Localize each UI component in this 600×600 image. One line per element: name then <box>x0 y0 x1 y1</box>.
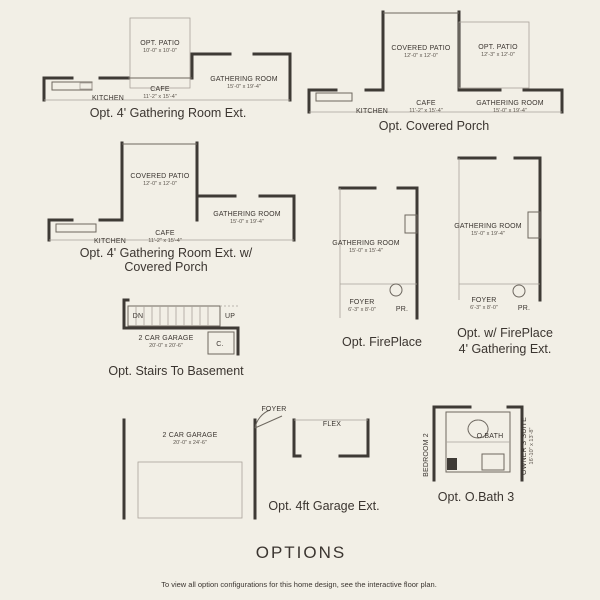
label-kitchen: KITCHEN <box>94 238 126 245</box>
dim-foyer: 6'-3" x 8'-0" <box>348 307 376 313</box>
dim-gathering-room: 15'-0" x 19'-4" <box>493 108 527 114</box>
caption-stairs-basement: Opt. Stairs To Basement <box>108 364 244 378</box>
label-cafe: CAFE <box>416 100 436 107</box>
label-gathering-room: GATHERING ROOM <box>210 76 278 83</box>
dim-gathering-room: 15'-0" x 15'-4" <box>349 248 383 254</box>
dim-cafe: 11'-2" x 15'-4" <box>148 238 181 244</box>
label-covered-patio: COVERED PATIO <box>130 173 189 180</box>
label-gathering-room: GATHERING ROOM <box>213 211 281 218</box>
label-pr: PR. <box>518 305 530 312</box>
label-bedroom-2: BEDROOM 2 <box>423 433 430 477</box>
dim-garage: 20'-0" x 24'-6" <box>173 440 207 446</box>
plan-owners-bath: O.BATH BEDROOM 2 OWNER'S SUITE 16'-10" x… <box>423 405 535 504</box>
label-up: UP <box>225 313 235 320</box>
label-foyer: FOYER <box>349 299 374 306</box>
plan-gathering-room-ext: OPT. PATIO 10'-0" x 10'-0" CAFE 11'-2" x… <box>42 17 292 120</box>
caption-gathering-room-ext: Opt. 4' Gathering Room Ext. <box>90 106 247 120</box>
label-gathering-room: GATHERING ROOM <box>476 100 544 107</box>
dim-covered-patio: 12'-0" x 12'-0" <box>143 181 177 187</box>
caption-fireplace: Opt. FirePlace <box>342 335 422 349</box>
dim-gathering-room: 15'-0" x 19'-4" <box>230 219 264 225</box>
label-owners-suite: OWNER'S SUITE <box>521 417 528 475</box>
dim-owners-suite: 16'-10" x 13'-8" <box>529 428 535 465</box>
dim-opt-patio: 10'-0" x 10'-0" <box>143 48 177 54</box>
caption-fireplace-ext-line2: 4' Gathering Ext. <box>459 342 552 356</box>
plan-gathering-ext-covered-porch: COVERED PATIO 12'-0" x 12'-0" GATHERING … <box>47 141 296 274</box>
label-garage: 2 CAR GARAGE <box>163 432 218 439</box>
dim-covered-patio: 12'-0" x 12'-0" <box>404 53 438 59</box>
plan-covered-porch: COVERED PATIO 12'-0" x 12'-0" OPT. PATIO… <box>307 10 564 133</box>
caption-fireplace-ext-line1: Opt. w/ FirePlace <box>457 326 553 340</box>
dim-foyer: 6'-3" x 8'-0" <box>470 305 498 311</box>
label-foyer: FOYER <box>261 406 286 413</box>
caption-gathering-ext-covered-line2: Covered Porch <box>124 260 207 274</box>
footnote: To view all option configurations for th… <box>161 580 437 589</box>
label-garage: 2 CAR GARAGE <box>139 335 194 342</box>
label-kitchen: KITCHEN <box>92 95 124 102</box>
plan-stairs-basement: DN UP 2 CAR GARAGE 20'-0" x 20'-6" C. Op… <box>108 298 244 378</box>
dim-cafe: 11'-2" x 15'-4" <box>409 108 442 114</box>
page-title: OPTIONS <box>256 543 347 562</box>
label-flex: FLEX <box>323 421 341 428</box>
label-opt-patio: OPT. PATIO <box>140 40 180 47</box>
label-cafe: CAFE <box>155 230 175 237</box>
dim-gathering-room: 15'-0" x 19'-4" <box>227 84 261 90</box>
label-obath: O.BATH <box>477 433 504 440</box>
label-kitchen: KITCHEN <box>356 108 388 115</box>
plan-fireplace-gathering-ext: GATHERING ROOM 15'-0" x 19'-4" FOYER 6'-… <box>454 156 553 356</box>
label-pr: PR. <box>396 306 408 313</box>
label-closet: C. <box>216 341 223 348</box>
label-gathering-room: GATHERING ROOM <box>454 223 522 230</box>
label-cafe: CAFE <box>150 86 170 93</box>
caption-obath: Opt. O.Bath 3 <box>438 490 514 504</box>
dim-garage: 20'-0" x 20'-6" <box>149 343 183 349</box>
plan-fireplace: GATHERING ROOM 15'-0" x 15'-4" FOYER 6'-… <box>332 186 422 349</box>
dim-cafe: 11'-2" x 15'-4" <box>143 94 176 100</box>
dim-gathering-room: 15'-0" x 19'-4" <box>471 231 505 237</box>
label-foyer: FOYER <box>471 297 496 304</box>
label-gathering-room: GATHERING ROOM <box>332 240 400 247</box>
label-dn: DN <box>133 313 144 320</box>
dim-opt-patio: 12'-3" x 12'-0" <box>481 52 515 58</box>
caption-covered-porch: Opt. Covered Porch <box>379 119 490 133</box>
caption-gathering-ext-covered-line1: Opt. 4' Gathering Room Ext. w/ <box>80 246 253 260</box>
plan-garage-ext: 2 CAR GARAGE 20'-0" x 24'-6" FOYER FLEX … <box>122 406 380 520</box>
label-opt-patio: OPT. PATIO <box>478 44 518 51</box>
caption-garage-ext: Opt. 4ft Garage Ext. <box>268 499 379 513</box>
label-covered-patio: COVERED PATIO <box>391 45 450 52</box>
